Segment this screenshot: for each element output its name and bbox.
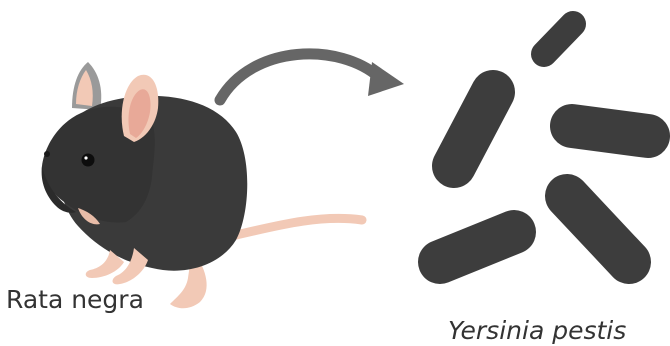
arrow-head — [368, 62, 404, 96]
rat-nose — [44, 151, 50, 157]
rat-eye-highlight — [84, 156, 87, 159]
black-rat-illustration — [42, 62, 362, 308]
bacterium-label: Yersinia pestis — [448, 318, 626, 343]
bacterium-rod-4 — [567, 196, 629, 262]
bacterium-rod-2 — [454, 92, 493, 166]
rat-tail — [232, 218, 362, 236]
arrow-shaft — [220, 54, 380, 100]
bacterium-rod-5 — [440, 232, 514, 262]
rod-shaped-bacteria-cluster — [440, 24, 648, 262]
bacterium-rod-3 — [572, 126, 648, 136]
curved-arrow-icon — [220, 54, 404, 100]
bacterium-rod-1 — [544, 24, 573, 54]
rat-label: Rata negra — [6, 287, 144, 312]
rat-eye — [82, 154, 95, 167]
